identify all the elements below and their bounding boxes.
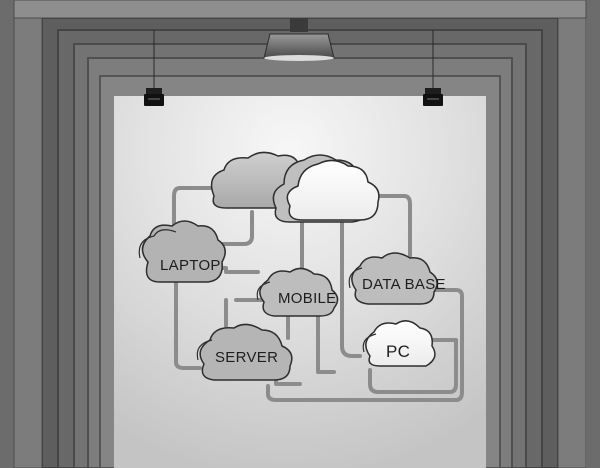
cloud-mobile: MOBILE (256, 267, 339, 317)
cloud-top-highlight (286, 159, 380, 221)
binder-clip-icon (144, 88, 164, 106)
server-label: SERVER (215, 349, 278, 366)
cloud-server: SERVER (196, 323, 293, 381)
binder-clip-icon (423, 88, 443, 106)
left-hanger (144, 30, 164, 106)
cloud-pc: PC (362, 320, 436, 367)
cloud-database: DATA BASE (348, 252, 446, 305)
cloud-laptop: LAPTOP (138, 220, 226, 283)
pc-label: PC (386, 342, 410, 361)
right-hanger (423, 30, 443, 106)
laptop-label: LAPTOP (160, 257, 221, 274)
ceiling-lamp-icon (263, 18, 335, 61)
database-label: DATA BASE (362, 276, 446, 293)
mobile-label: MOBILE (278, 290, 336, 307)
